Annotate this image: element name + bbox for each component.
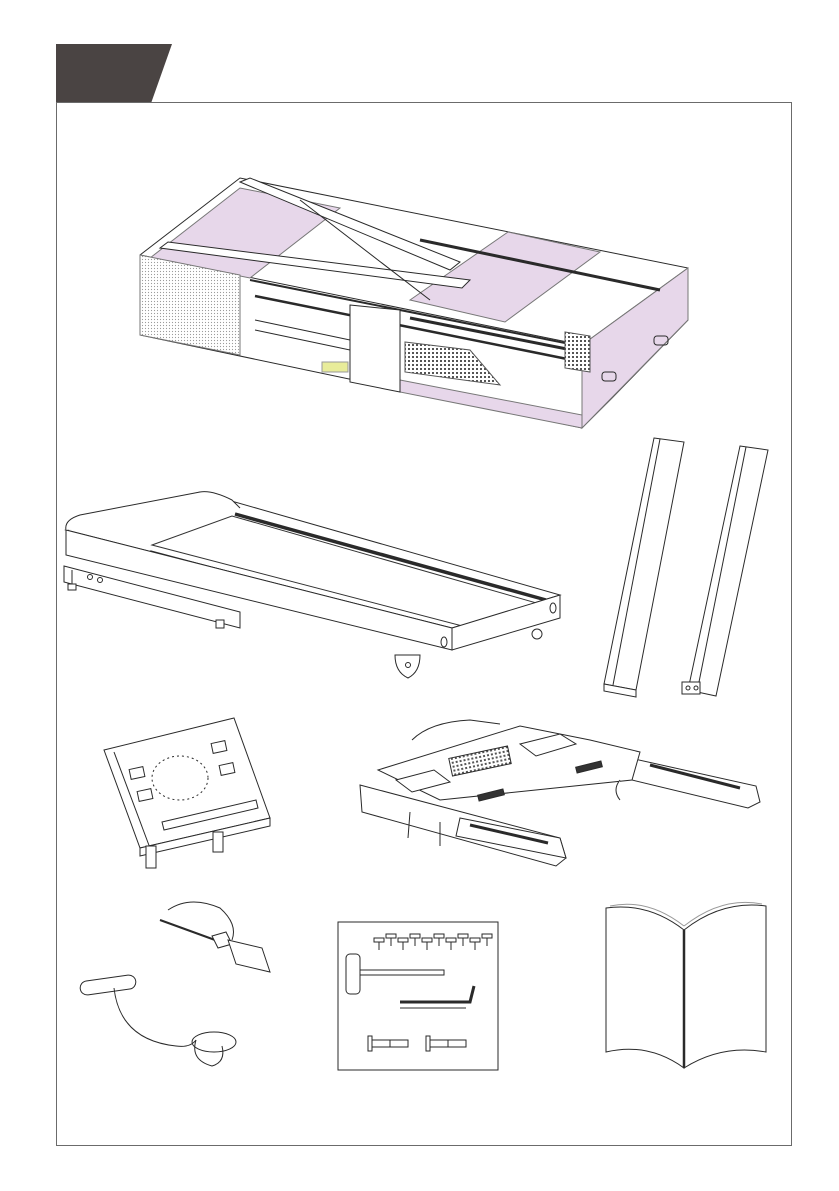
upright-posts-illustration — [604, 438, 768, 697]
console-panel-illustration — [104, 718, 270, 868]
user-manual-illustration — [606, 902, 766, 1068]
treadmill-base-illustration — [64, 492, 560, 678]
handrail-frame-illustration — [360, 720, 760, 866]
lubricant-bottle-illustration — [160, 902, 270, 972]
packaging-box-illustration — [140, 178, 688, 428]
hardware-kit-illustration — [338, 922, 498, 1070]
safety-key-illustration — [79, 974, 236, 1066]
